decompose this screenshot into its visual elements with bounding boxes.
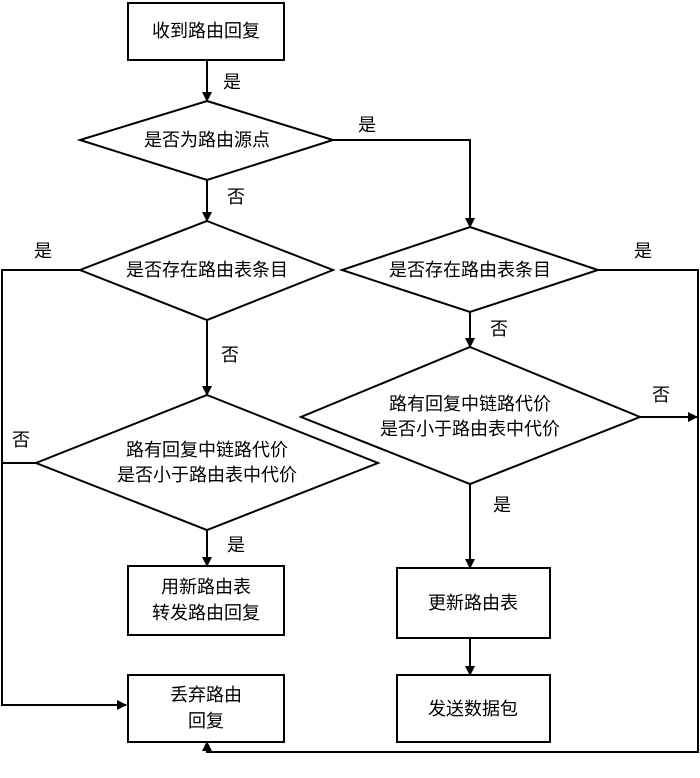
node-is-source-label: 是否为路由源点 (144, 130, 270, 151)
edges (1, 60, 699, 753)
node-left-cost-compare-line-2: 是否小于路由表中代价 (117, 465, 297, 486)
edge-source-yes (333, 139, 475, 228)
edge-labels: 是 是 否 是 否 否 是 是 否 否 是 (12, 72, 670, 556)
node-receive-reply-label: 收到路由回复 (152, 21, 260, 42)
label-left-cost-no: 否 (12, 430, 30, 451)
node-discard-reply: 丢弃路由 回复 (127, 674, 285, 743)
label-left-exists-yes: 是 (34, 241, 52, 262)
node-receive-reply: 收到路由回复 (127, 2, 285, 61)
label-receive-to-source: 是 (223, 72, 241, 93)
node-update-table-label: 更新路由表 (428, 593, 518, 614)
node-update-and-forward-line-1: 用新路由表 (161, 577, 251, 598)
node-right-entry-exists-label: 是否存在路由表条目 (389, 260, 551, 281)
node-is-source: 是否为路由源点 (76, 99, 337, 182)
node-discard-reply-line-2: 回复 (188, 711, 224, 732)
node-right-cost-compare-line-1: 路有回复中链路代价 (389, 394, 551, 415)
label-right-cost-yes: 是 (493, 495, 511, 516)
label-right-exists-no: 否 (490, 319, 508, 340)
node-right-cost-compare: 路有回复中链路代价 是否小于路由表中代价 (298, 345, 643, 486)
label-left-cost-yes: 是 (227, 535, 245, 556)
node-update-table: 更新路由表 (396, 567, 551, 639)
node-left-entry-exists: 是否存在路由表条目 (77, 219, 336, 322)
node-right-cost-compare-line-2: 是否小于路由表中代价 (380, 419, 560, 440)
node-send-packet: 发送数据包 (396, 674, 551, 743)
label-right-cost-no: 否 (652, 385, 670, 406)
node-left-cost-compare: 路有回复中链路代价 是否小于路由表中代价 (33, 393, 381, 532)
node-discard-reply-line-1: 丢弃路由 (170, 685, 242, 706)
label-source-yes: 是 (358, 115, 376, 136)
label-left-exists-no: 否 (221, 345, 239, 366)
node-update-and-forward: 用新路由表 转发路由回复 (127, 565, 285, 636)
node-update-and-forward-line-2: 转发路由回复 (152, 603, 260, 624)
node-left-entry-exists-label: 是否存在路由表条目 (126, 260, 288, 281)
label-right-exists-yes: 是 (634, 241, 652, 262)
label-source-no: 否 (227, 187, 245, 208)
node-right-entry-exists: 是否存在路由表条目 (338, 225, 602, 314)
edge-left-exists-yes (1, 269, 127, 710)
node-left-cost-compare-line-1: 路有回复中链路代价 (126, 440, 288, 461)
node-send-packet-label: 发送数据包 (428, 699, 518, 720)
